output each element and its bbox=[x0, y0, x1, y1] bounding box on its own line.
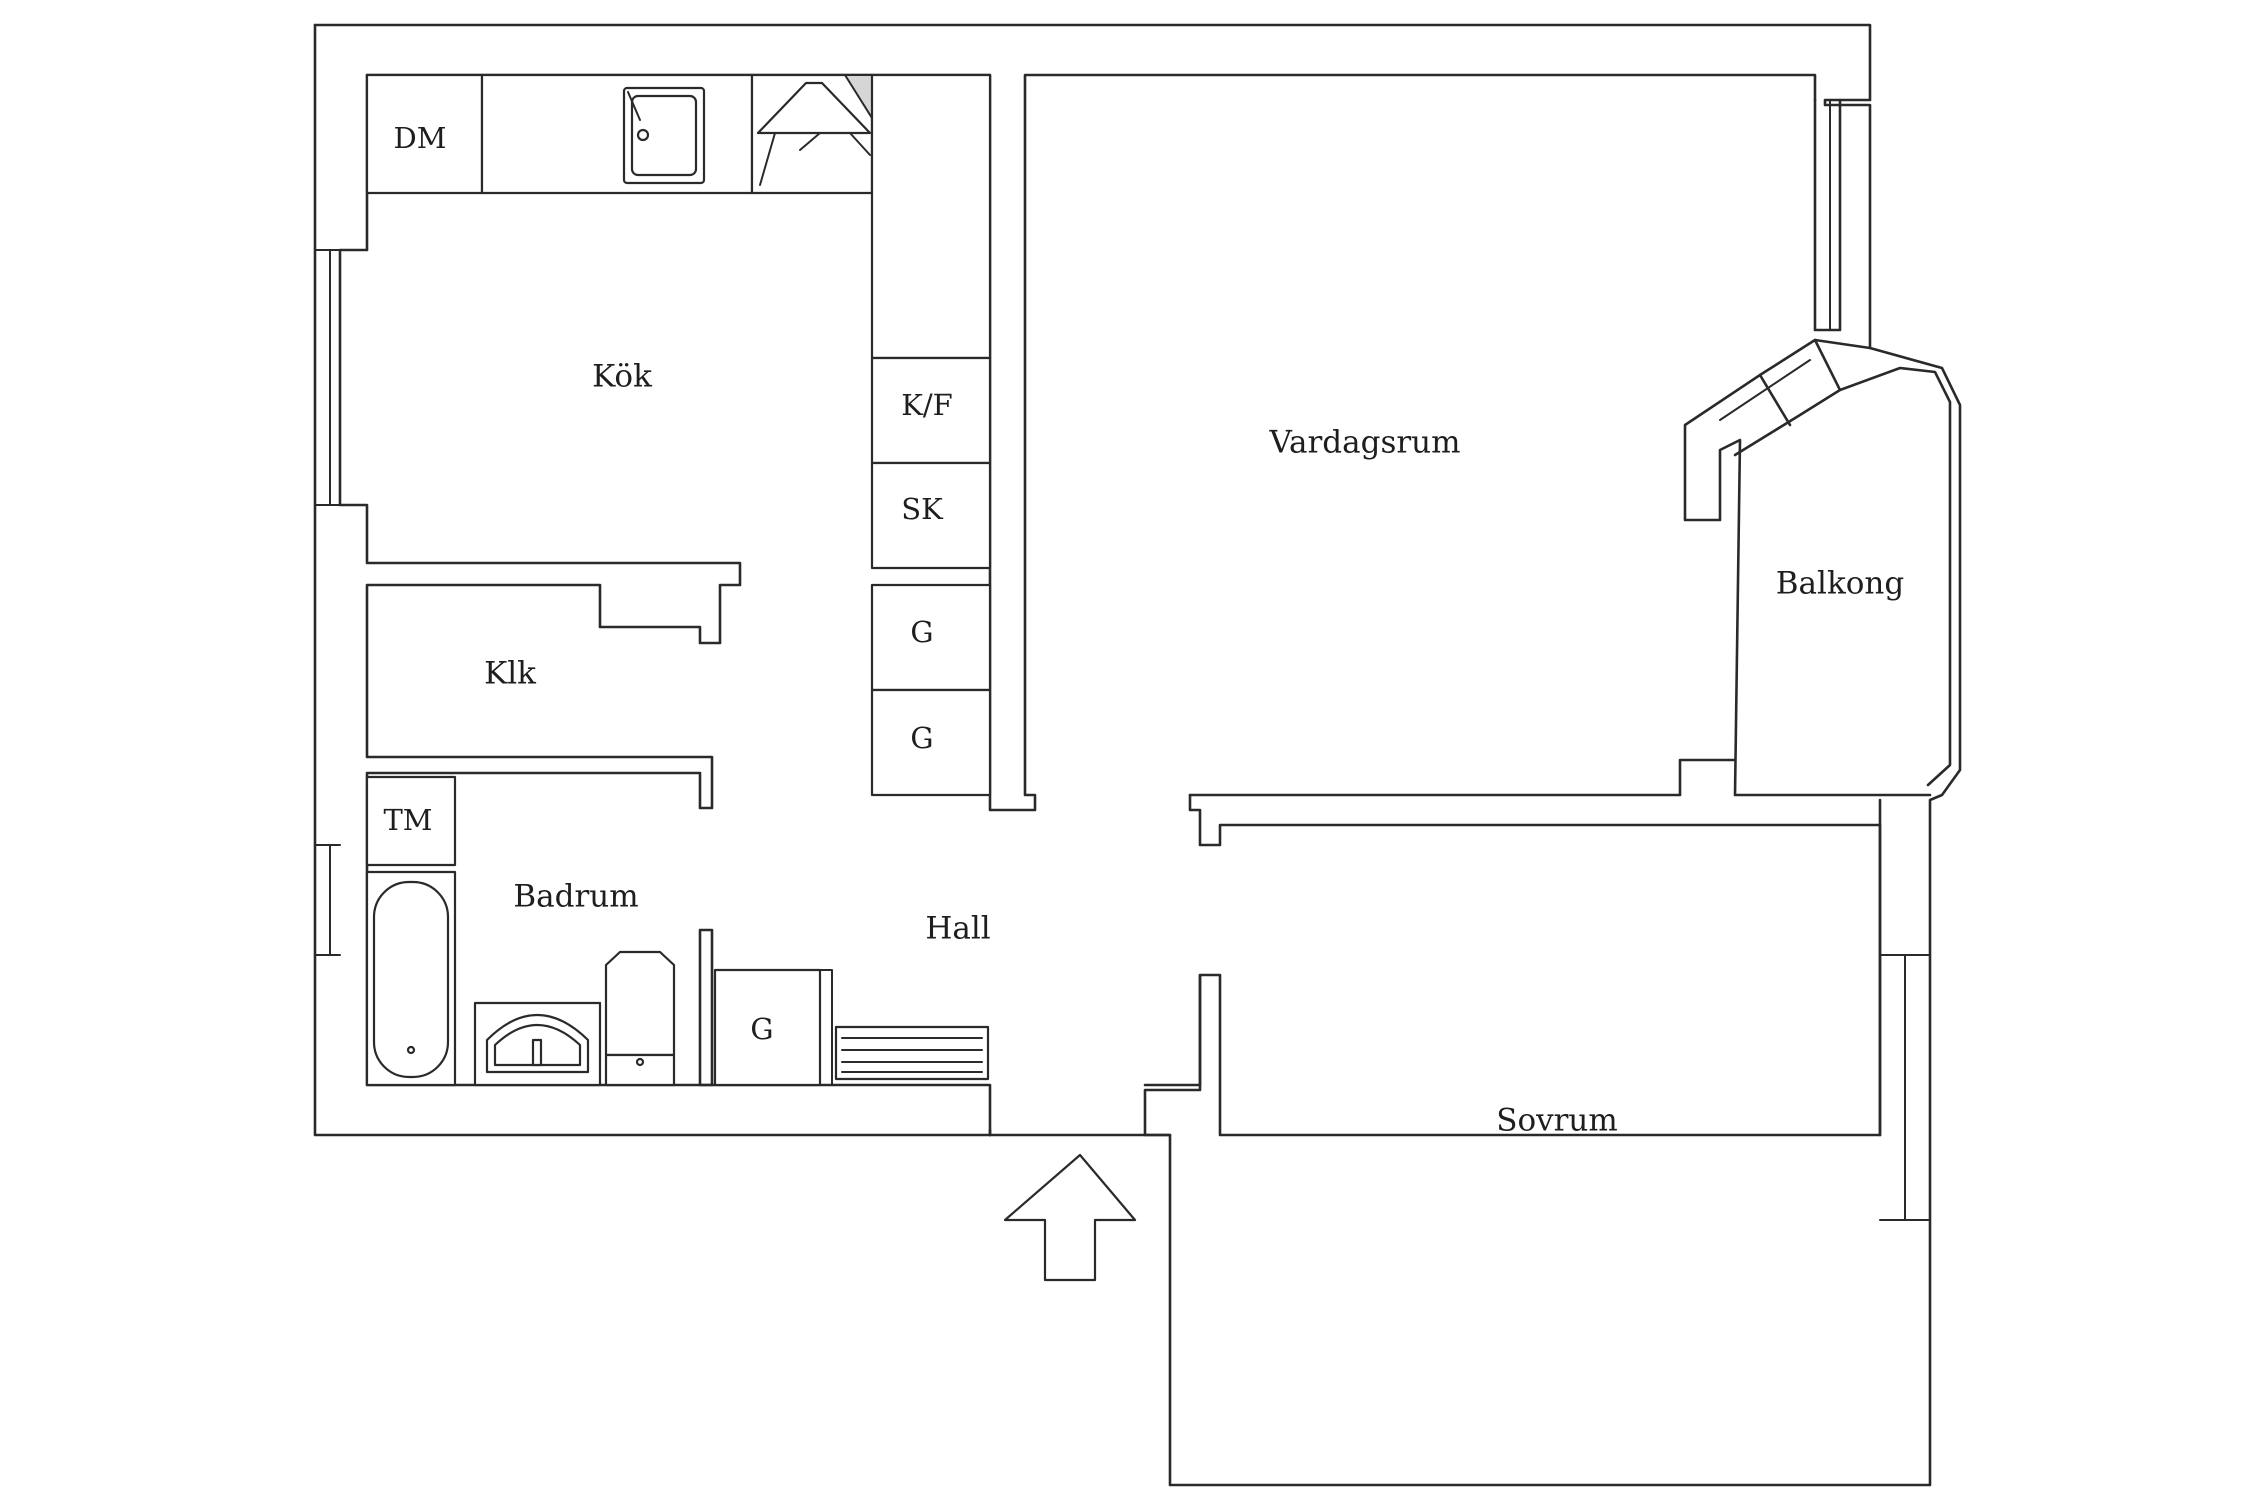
toilet-icon bbox=[604, 950, 676, 1087]
fixture-label-tm: TM bbox=[383, 803, 432, 837]
fixture-label-sk: SK bbox=[901, 492, 944, 526]
room-label-balkong: Balkong bbox=[1776, 566, 1904, 602]
kitchen-sink-icon bbox=[622, 86, 706, 185]
kitchen-fixtures bbox=[365, 73, 992, 797]
bathtub-icon bbox=[365, 870, 457, 1087]
range-hood-icon bbox=[756, 74, 873, 186]
fixture-label-dm: DM bbox=[394, 121, 447, 155]
kitchen-counter bbox=[480, 73, 754, 195]
room-label-vardagsrum: Vardagsrum bbox=[1268, 425, 1460, 461]
fixture-label-g-1: G bbox=[910, 615, 933, 649]
fixture-label-g-bath: G bbox=[750, 1012, 773, 1046]
room-label-klk: Klk bbox=[484, 656, 536, 692]
room-label-hall: Hall bbox=[925, 911, 990, 947]
room-label-kok: Kök bbox=[592, 359, 652, 395]
radiator-icon bbox=[834, 1025, 990, 1081]
wardrobe-box-2 bbox=[870, 688, 992, 797]
windows bbox=[314, 99, 1931, 1221]
washbasin-icon bbox=[473, 1001, 602, 1087]
fridge-freezer-box bbox=[870, 356, 992, 465]
room-label-badrum: Badrum bbox=[513, 879, 638, 915]
storage-cabinet-box bbox=[870, 461, 992, 570]
kitchen-tall-column bbox=[870, 73, 992, 360]
fixture-label-g-2: G bbox=[910, 721, 933, 755]
dishwasher-box bbox=[365, 73, 484, 195]
fixture-label-kf: K/F bbox=[901, 388, 953, 422]
fixture-labels: DM K/F SK G G TM G bbox=[383, 121, 952, 1046]
bath-closet-box bbox=[713, 968, 822, 1087]
entrance-arrow-icon bbox=[1003, 1153, 1137, 1282]
outer-walls bbox=[313, 23, 1962, 1487]
bathroom-fixtures bbox=[365, 775, 833, 1087]
washing-machine-box bbox=[365, 775, 457, 867]
room-labels: Kök Vardagsrum Balkong Klk Badrum Hall S… bbox=[484, 359, 1904, 1139]
room-label-sovrum: Sovrum bbox=[1496, 1103, 1618, 1139]
